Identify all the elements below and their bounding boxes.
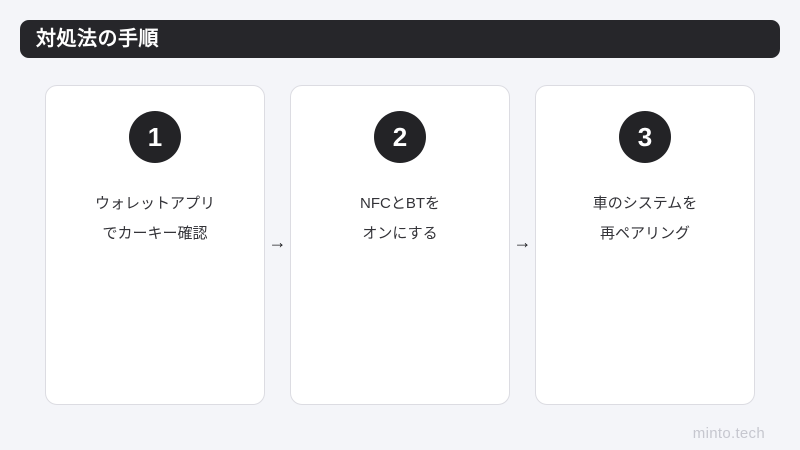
header-bar: 対処法の手順 [20, 20, 780, 58]
step-card-3[interactable]: 3 車のシステムを 再ペアリング [535, 85, 755, 405]
page-title: 対処法の手順 [36, 28, 159, 50]
step-label-3: 車のシステムを 再ペアリング [592, 195, 698, 242]
arrow-right-icon: → [513, 232, 532, 252]
step-label-1: ウォレットアプリ でカーキー確認 [94, 195, 215, 242]
footer-watermark: minto.tech [692, 425, 765, 442]
step-number-badge-2: 2 [374, 111, 426, 163]
connector-2: → [510, 85, 535, 405]
step-card-2[interactable]: 2 NFCとBTを オンにする [290, 85, 510, 405]
step-card-1[interactable]: 1 ウォレットアプリ でカーキー確認 [45, 85, 265, 405]
steps-flow: 1 ウォレットアプリ でカーキー確認 → 2 NFCとBTを オンにする → 3… [45, 85, 755, 405]
step-number-badge-1: 1 [129, 111, 181, 163]
arrow-right-icon: → [268, 232, 287, 252]
step-label-2: NFCとBTを オンにする [360, 195, 440, 242]
connector-1: → [265, 85, 290, 405]
step-number-badge-3: 3 [619, 111, 671, 163]
